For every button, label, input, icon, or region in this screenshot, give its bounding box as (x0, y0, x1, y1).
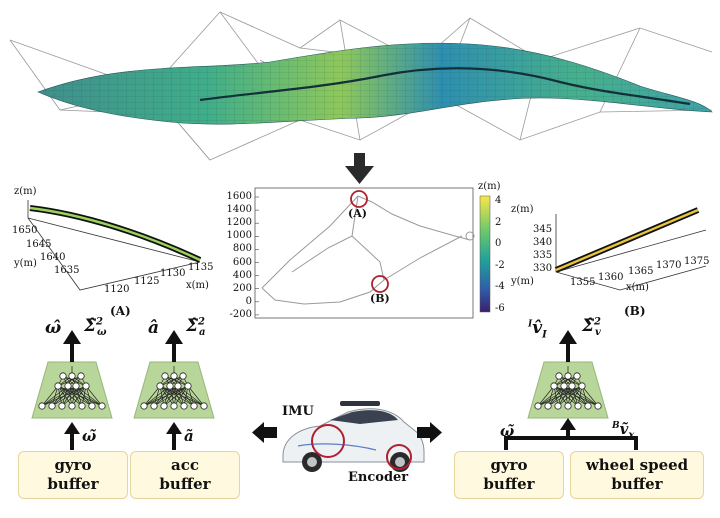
output-arrows (70, 340, 570, 362)
inset-b-xtick-0: 1355 (570, 277, 596, 288)
left-gyro-buffer: gyro buffer (18, 451, 128, 499)
inset-a-y-axis: y(m) (14, 258, 37, 269)
omega-tilde-input-right: ω̃ (500, 422, 515, 440)
colorbar-tick-label: 4 (495, 195, 502, 206)
inset-b-xtick-1: 1360 (598, 272, 624, 283)
colorbar-tick-label: -4 (495, 281, 505, 292)
colorbar-title: z(m) (478, 181, 501, 192)
terrain-mesh-lines (38, 43, 712, 125)
inset-a-x-axis: x(m) (186, 280, 209, 291)
left-gyro-buffer-label: gyro buffer (47, 456, 99, 493)
car-to-left-arrow (252, 422, 277, 443)
inset-a-ytick-3: 1635 (54, 265, 80, 276)
inset-a-label: (A) (110, 304, 131, 318)
colorbar-tick-label: -2 (495, 259, 505, 271)
inset-b-y-axis: y(m) (511, 276, 534, 287)
inset-b-ytick-1: 340 (533, 237, 553, 248)
inset-a-xtick-1: 1125 (134, 276, 160, 287)
inset-b-ytick-0: 345 (533, 224, 553, 235)
velocity-network-icon (527, 361, 609, 419)
marker-a-circle (350, 190, 368, 208)
acc-cov-output: Σ̂2a (186, 316, 206, 339)
map-y-tick-marks (255, 196, 259, 316)
omega-hat-output: ω̂ (45, 318, 62, 338)
inset-b-xtick-4: 1375 (684, 256, 710, 267)
inset-b-axes (555, 214, 707, 291)
inset-a-axes (27, 200, 201, 291)
map-ytick-label: 600 (232, 256, 252, 268)
map-ytick-label: 1200 (226, 217, 252, 229)
acc-buffer-label: acc buffer (159, 456, 211, 493)
inset-a-ytick-2: 1640 (40, 252, 66, 263)
car-to-right-arrow (417, 422, 442, 443)
map-ytick-label: -200 (229, 308, 252, 320)
map-frame (254, 187, 474, 319)
velocity-hat-output: Iv̂I (528, 318, 547, 341)
inset-b-xtick-3: 1370 (656, 260, 682, 271)
map-ytick-label: 1600 (226, 191, 252, 202)
wheel-speed-buffer: wheel speed buffer (570, 451, 704, 499)
inset-a-ytick-0: 1650 (12, 225, 38, 236)
colorbar-tick-label: 2 (495, 216, 502, 228)
gyro-network-icon (31, 361, 113, 419)
inset-b-z-axis: z(m) (511, 204, 534, 215)
encoder-label: Encoder (348, 470, 409, 485)
map-trajectory (261, 195, 475, 305)
acc-tilde-input: ã (184, 427, 194, 445)
inset-a-ytick-1: 1645 (26, 239, 52, 250)
colorbar-tick-label: -6 (495, 302, 505, 314)
right-gyro-buffer-label: gyro buffer (483, 456, 535, 493)
inset-b-xtick-2: 1365 (628, 266, 654, 277)
car-illustration (282, 401, 425, 472)
velocity-cov-output: Σ̂2v (582, 316, 601, 339)
wheel-speed-input: Bṽx (612, 420, 635, 441)
acc-network-icon (133, 361, 215, 419)
marker-a-label: (A) (348, 207, 367, 220)
inset-b-ytick-3: 330 (533, 263, 553, 274)
colorbar-tick-label: 0 (495, 238, 502, 249)
map-ytick-label: 1000 (226, 230, 252, 242)
map-ytick-label: 1400 (226, 204, 252, 216)
map-ytick-label: 200 (232, 282, 252, 294)
omega-cov-output: Σ̂2ω (84, 316, 107, 339)
encoder-circle (386, 444, 412, 470)
marker-b-label: (B) (370, 292, 390, 305)
inset-b-label: (B) (624, 304, 646, 318)
inset-b-ytick-2: 335 (533, 250, 553, 261)
right-gyro-buffer: gyro buffer (454, 451, 564, 499)
inset-a-xtick-2: 1130 (160, 268, 186, 279)
down-arrow (345, 153, 374, 184)
map-ytick-label: 400 (232, 269, 252, 281)
imu-circle (311, 424, 345, 458)
inset-a-xtick-0: 1120 (104, 284, 130, 295)
marker-b-circle (371, 275, 389, 293)
inset-a-xtick-3: 1135 (188, 262, 214, 273)
map-ytick-label: 0 (245, 295, 252, 307)
omega-tilde-input-left: ω̃ (82, 427, 97, 445)
acc-buffer: acc buffer (130, 451, 240, 499)
wheel-speed-buffer-label: wheel speed buffer (585, 456, 689, 493)
inset-a-z-axis: z(m) (14, 186, 37, 197)
inset-b-x-axis: x(m) (626, 282, 649, 293)
map-ytick-label: 800 (232, 243, 252, 255)
imu-label: IMU (282, 404, 314, 419)
terrain-trajectory (199, 67, 691, 106)
acc-hat-output: â (148, 318, 160, 338)
colorbar (479, 195, 491, 313)
